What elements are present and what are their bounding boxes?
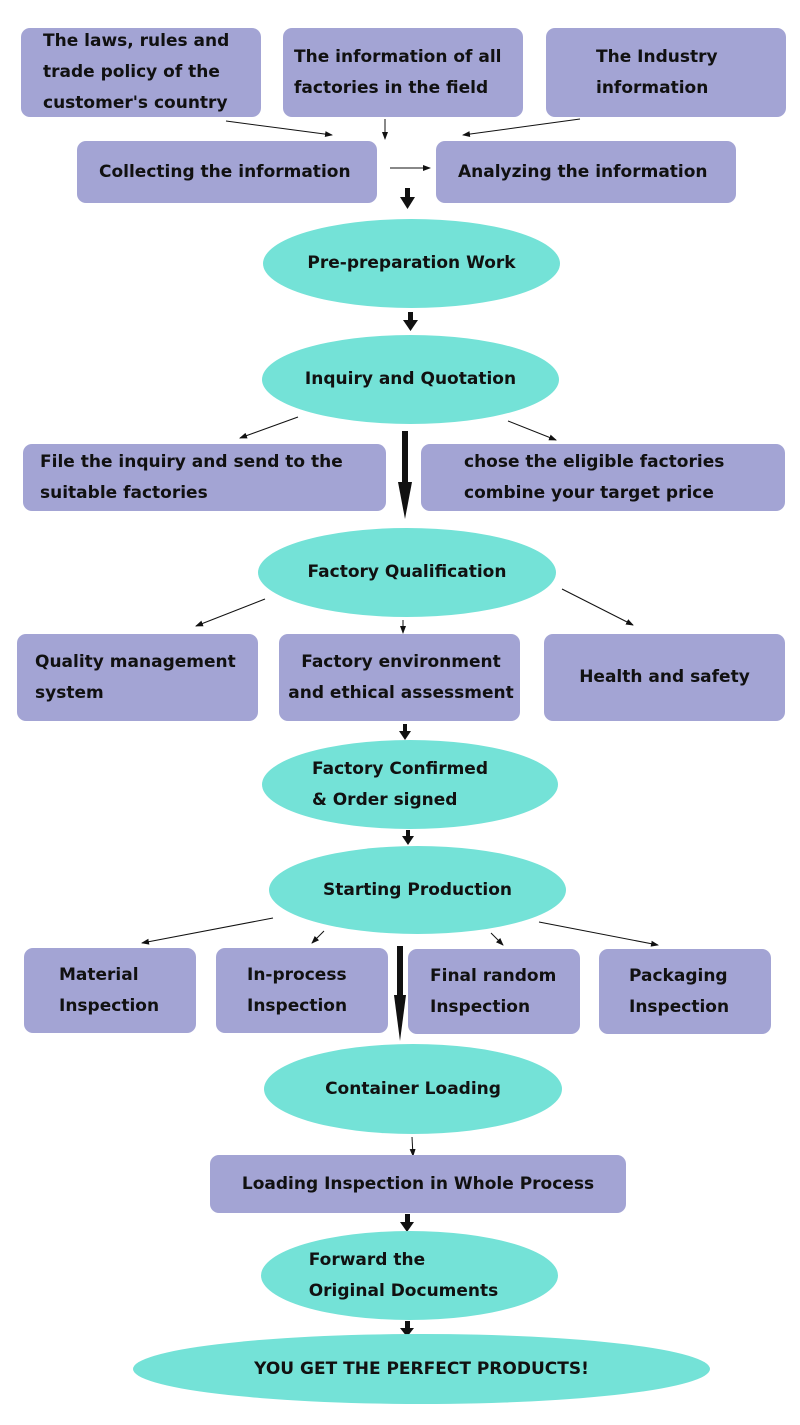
- source-factories-box: The information of all factories in the …: [283, 28, 523, 117]
- eligible-factories-box: chose the eligible factories combine you…: [421, 444, 785, 511]
- analyzing-label: Analyzing the information: [458, 161, 708, 182]
- material-inspection-box: Material Inspection: [24, 948, 196, 1033]
- inprocess-inspection-box: In-process Inspection: [216, 948, 388, 1033]
- result-label: YOU GET THE PERFECT PRODUCTS!: [254, 1358, 589, 1379]
- container-loading-label: Container Loading: [325, 1078, 501, 1099]
- quality-management-label: Quality management system: [35, 651, 236, 703]
- eligible-factories-label: chose the eligible factories combine you…: [464, 451, 725, 503]
- collecting-box: Collecting the information: [77, 141, 377, 203]
- arrow-qualification-to-health: [561, 588, 634, 626]
- arrow-production-to-inprocess: [311, 930, 325, 944]
- arrow-production-to-final: [490, 932, 504, 946]
- pre-preparation-label: Pre-preparation Work: [307, 253, 516, 273]
- health-safety-box: Health and safety: [544, 634, 785, 721]
- result-ellipse: YOU GET THE PERFECT PRODUCTS!: [133, 1334, 710, 1404]
- material-inspection-label: Material Inspection: [59, 964, 160, 1016]
- qualification-ellipse: Factory Qualification: [258, 528, 556, 617]
- inquiry-ellipse: Inquiry and Quotation: [262, 335, 559, 424]
- factory-environment-box: Factory environment and ethical assessme…: [279, 634, 520, 721]
- production-label: Starting Production: [323, 879, 512, 900]
- arrow-qualification-to-quality: [195, 598, 266, 627]
- inprocess-inspection-label: In-process Inspection: [247, 964, 348, 1016]
- loading-inspection-box: Loading Inspection in Whole Process: [210, 1155, 626, 1213]
- confirmed-ellipse: Factory Confirmed & Order signed: [262, 740, 558, 829]
- health-safety-label: Health and safety: [579, 667, 750, 687]
- block-arrow-to-production: [402, 830, 414, 845]
- production-ellipse: Starting Production: [269, 846, 566, 934]
- confirmed-label: Factory Confirmed & Order signed: [311, 758, 488, 810]
- collecting-label: Collecting the information: [99, 161, 351, 182]
- arrow-production-to-packaging: [538, 921, 659, 947]
- qualification-label: Factory Qualification: [307, 562, 507, 582]
- packaging-inspection-label: Packaging Inspection: [629, 965, 730, 1017]
- source-factories-label: The information of all factories in the …: [294, 46, 502, 98]
- inquiry-label: Inquiry and Quotation: [304, 369, 517, 389]
- pre-preparation-ellipse: Pre-preparation Work: [263, 219, 560, 308]
- block-arrow-to-confirmed: [399, 724, 411, 740]
- arrow-production-to-material: [141, 917, 274, 945]
- forward-documents-ellipse: Forward the Original Documents: [261, 1231, 558, 1320]
- source-laws-box: The laws, rules and trade policy of the …: [21, 28, 261, 117]
- block-arrow-to-result: [400, 1321, 414, 1337]
- source-laws-label: The laws, rules and trade policy of the …: [43, 31, 230, 113]
- quality-management-box: Quality management system: [17, 634, 258, 721]
- file-inquiry-box: File the inquiry and send to the suitabl…: [23, 444, 386, 511]
- arrow-laws-to-collecting: [225, 120, 333, 138]
- arrow-industry-to-analyzing: [462, 118, 581, 138]
- loading-inspection-label: Loading Inspection in Whole Process: [241, 1173, 595, 1194]
- file-inquiry-label: File the inquiry and send to the suitabl…: [40, 451, 343, 503]
- source-industry-box: The Industry information: [546, 28, 786, 117]
- long-arrow-to-container: [394, 946, 406, 1041]
- arrow-inquiry-to-chose: [507, 420, 557, 441]
- block-arrow-to-forward: [400, 1214, 414, 1232]
- packaging-inspection-box: Packaging Inspection: [599, 949, 771, 1034]
- block-arrow-to-inquiry: [403, 312, 418, 331]
- analyzing-box: Analyzing the information: [436, 141, 736, 203]
- final-random-inspection-box: Final random Inspection: [408, 949, 580, 1034]
- forward-documents-label: Forward the Original Documents: [308, 1249, 499, 1301]
- source-industry-label: The Industry information: [596, 46, 718, 98]
- arrow-inquiry-to-file: [239, 416, 299, 439]
- container-loading-ellipse: Container Loading: [264, 1044, 562, 1134]
- block-arrow-to-pre-preparation: [400, 188, 415, 209]
- factory-environment-label: Factory environment and ethical assessme…: [288, 651, 514, 703]
- final-random-inspection-label: Final random Inspection: [430, 965, 557, 1017]
- long-arrow-to-qualification: [398, 431, 412, 519]
- arrow-container-to-loading: [409, 1136, 416, 1157]
